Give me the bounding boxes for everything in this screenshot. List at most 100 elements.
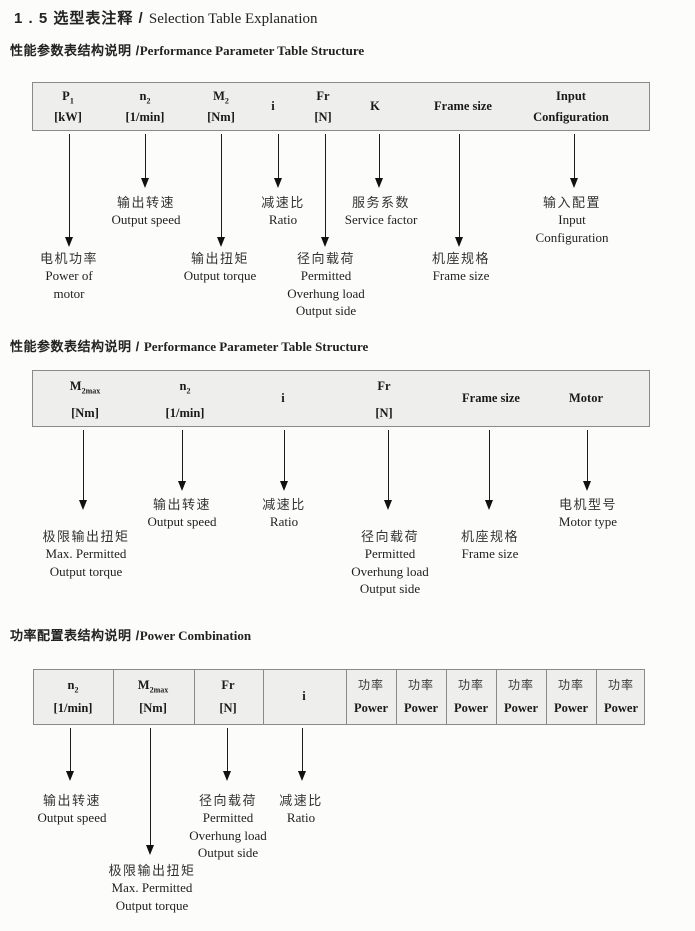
table3-col-power-5: 功率 Power xyxy=(554,670,588,715)
arrow-down-icon xyxy=(570,134,579,188)
table1-header-row: P1 [kW] n2 [1/min] M2[Nm] i Fr[N] K Frame … xyxy=(32,82,650,131)
header-unit: [1/min] xyxy=(165,406,205,420)
power-label-zh: 功率 xyxy=(607,678,635,692)
table1-col-fr: Fr[N] xyxy=(314,83,331,124)
header-symbol: n2 xyxy=(139,89,151,106)
table-divider xyxy=(446,670,447,724)
header-unit: [N] xyxy=(375,406,393,420)
section1-heading-en: Performance Parameter Table Structure xyxy=(139,43,365,58)
header-unit: [1/min] xyxy=(125,110,165,124)
arrow-down-icon xyxy=(178,430,187,491)
table3-col-m2max: M2max [Nm] xyxy=(138,670,168,715)
header-symbol: i xyxy=(302,689,306,703)
arrow-down-icon xyxy=(298,728,307,781)
section3-heading-en: Power Combination xyxy=(139,628,252,643)
header-symbol: i xyxy=(271,99,275,113)
power-label-zh: 功率 xyxy=(457,678,485,692)
table1-col-k: K xyxy=(370,83,380,113)
arrow-down-icon xyxy=(223,728,232,781)
table-divider xyxy=(596,670,597,724)
table-divider xyxy=(496,670,497,724)
table2-col-n2: n2 [1/min] xyxy=(166,371,205,420)
section3-heading-zh: 功率配置表结构说明 / xyxy=(10,628,140,643)
table3-col-power-1: 功率 Power xyxy=(354,670,388,715)
header-unit: [Nm] xyxy=(71,406,99,420)
header-unit: [1/min] xyxy=(53,701,93,715)
table2-col-frame-size: Frame size xyxy=(462,371,520,405)
header-symbol: Fr xyxy=(377,379,391,393)
table-divider xyxy=(396,670,397,724)
power-label-en: Power xyxy=(603,701,639,715)
header-unit: [Nm] xyxy=(207,110,235,124)
table2-header-row: M2max[Nm] n2[1/min] i Fr[N] Frame size M… xyxy=(32,370,650,427)
power-label-en: Power xyxy=(453,701,489,715)
header-unit: [Nm] xyxy=(139,701,167,715)
power-label-en: Power xyxy=(553,701,589,715)
arrow-down-icon xyxy=(65,134,74,247)
table2-col-motor: Motor xyxy=(569,371,603,405)
header-symbol: M2max xyxy=(137,678,169,695)
section2-heading-zh: 性能参数表结构说明 / xyxy=(10,339,144,354)
arrow-down-icon xyxy=(375,134,384,188)
arrow-down-icon xyxy=(455,134,464,247)
arrow-down-icon xyxy=(217,134,226,247)
arrow-down-icon xyxy=(583,430,592,491)
arrow-down-icon xyxy=(274,134,283,188)
table3-col-fr: Fr [N] xyxy=(219,670,236,715)
header-symbol: n2 xyxy=(179,379,191,396)
table-divider xyxy=(194,670,195,724)
header-symbol: Fr xyxy=(316,89,330,103)
header-symbol: K xyxy=(370,99,380,113)
header-unit: Configuration xyxy=(533,110,609,124)
power-label-zh: 功率 xyxy=(407,678,435,692)
table-divider xyxy=(113,670,114,724)
section3-heading: 功率配置表结构说明 /Power Combination xyxy=(10,625,251,644)
header-symbol: Fr xyxy=(221,678,235,692)
power-label-zh: 功率 xyxy=(557,678,585,692)
page-title-en: Selection Table Explanation xyxy=(148,11,318,27)
table1-col-frame-size: Frame size xyxy=(434,83,492,113)
header-symbol: Frame size xyxy=(434,99,492,113)
arrow-down-icon xyxy=(79,430,88,510)
section2-heading: 性能参数表结构说明 / Performance Parameter Table … xyxy=(10,336,368,355)
table1-col-i: i xyxy=(271,83,274,113)
page-title: 1 . 5 选型表注释 / Selection Table Explanatio… xyxy=(14,7,318,28)
header-symbol: Frame size xyxy=(462,391,520,405)
arrow-down-icon xyxy=(384,430,393,510)
arrow-down-icon xyxy=(66,728,75,781)
arrow-down-icon xyxy=(141,134,150,188)
header-symbol: P1 xyxy=(62,89,74,106)
power-label-en: Power xyxy=(353,701,389,715)
table1-col-n2: n2 [1/min] xyxy=(126,83,165,124)
table2-col-fr: Fr [N] xyxy=(375,371,392,420)
table3-col-power-2: 功率 Power xyxy=(404,670,438,715)
power-label-zh: 功率 xyxy=(357,678,385,692)
arrow-down-icon xyxy=(146,728,155,855)
power-label-en: Power xyxy=(403,701,439,715)
header-symbol: i xyxy=(281,391,285,405)
table1-col-m2: M2[Nm] xyxy=(207,83,235,124)
header-unit: [kW] xyxy=(54,110,82,124)
table-divider xyxy=(263,670,264,724)
table3-col-power-3: 功率 Power xyxy=(454,670,488,715)
table3-col-i: i xyxy=(302,670,305,703)
header-unit: [N] xyxy=(219,701,237,715)
section2-heading-en: Performance Parameter Table Structure xyxy=(143,339,369,354)
